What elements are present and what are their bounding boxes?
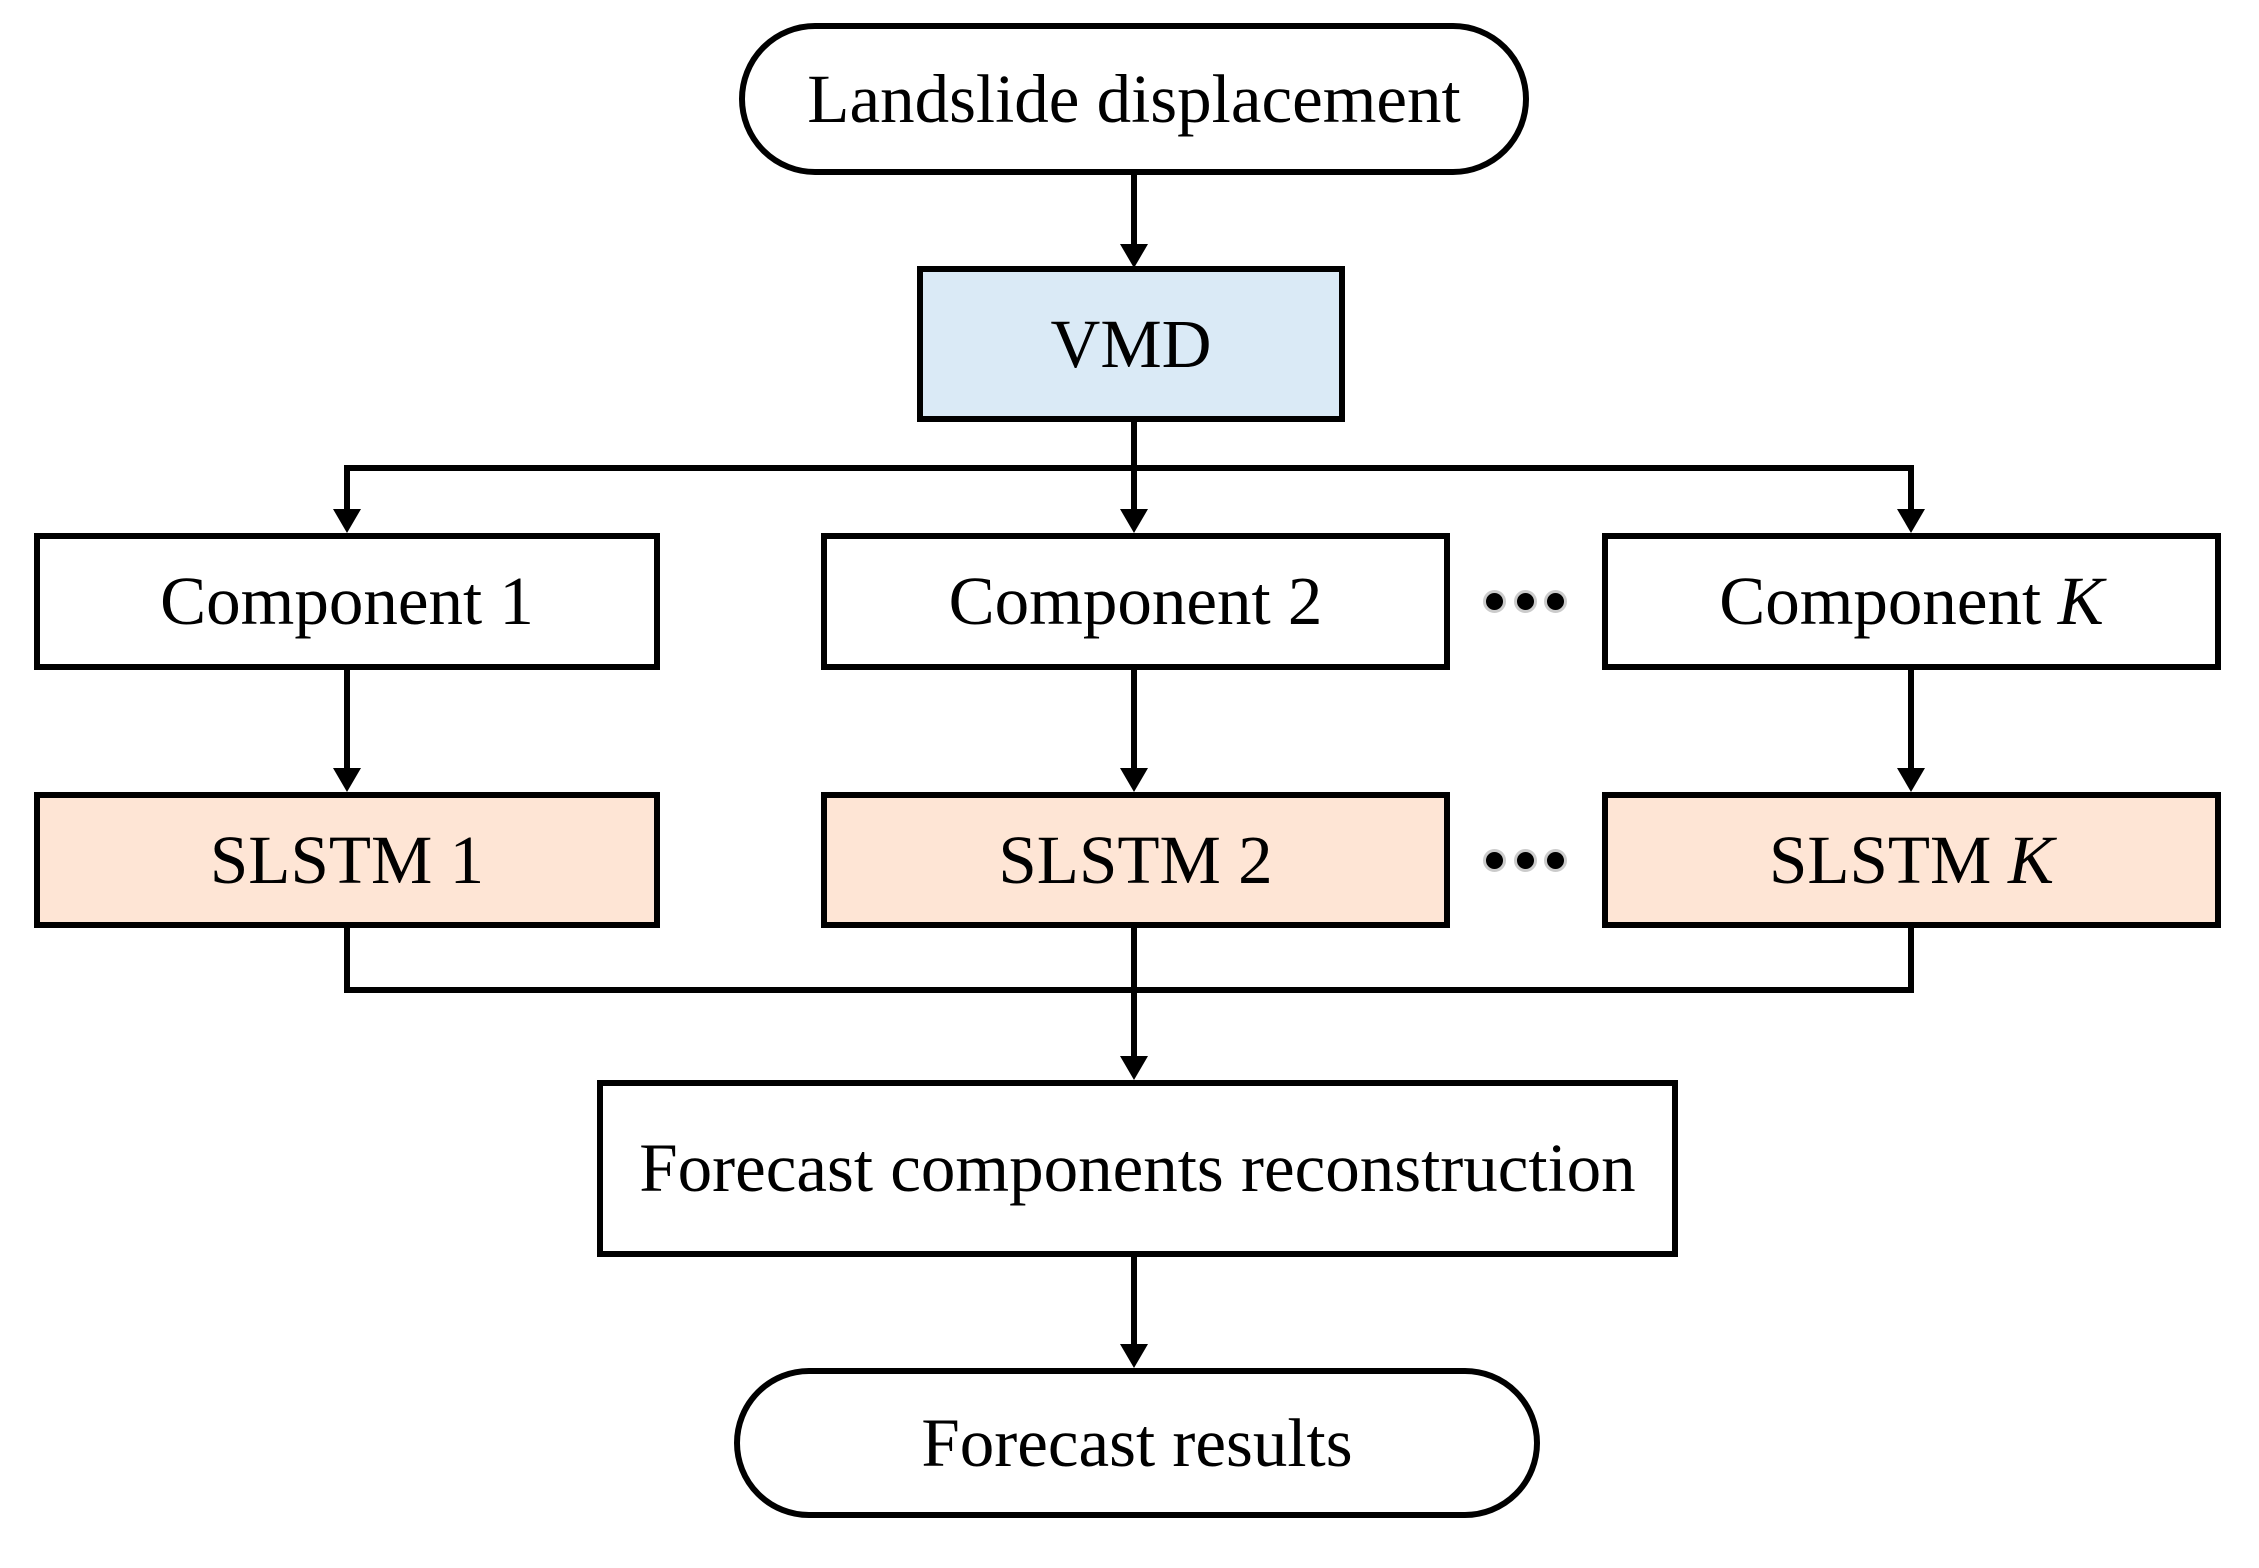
arrow-merge-to-reconstruction: [1120, 925, 1148, 1080]
ellipsis-dots-slstm-icon: [1483, 848, 1567, 872]
dot-icon: [1544, 848, 1567, 872]
branch-rail-vmd-to-components: [344, 419, 1914, 471]
arrow-branch-to-component-k: [1897, 465, 1925, 533]
node-landslide-displacement-label: Landslide displacement: [807, 60, 1461, 137]
node-forecast-results: Forecast results: [734, 1368, 1540, 1518]
node-component-2: Component 2: [821, 533, 1450, 670]
node-component-k: Component K: [1602, 533, 2221, 670]
node-slstm-1: SLSTM 1: [34, 792, 660, 928]
node-component-1: Component 1: [34, 533, 660, 670]
arrow-component-1-to-slstm-1: [333, 667, 361, 792]
node-forecast-results-label: Forecast results: [921, 1404, 1353, 1481]
dot-icon: [1483, 589, 1506, 613]
arrow-landslide-to-vmd: [1120, 172, 1148, 268]
node-vmd: VMD: [917, 266, 1345, 422]
dot-icon: [1544, 589, 1567, 613]
node-slstm-k-label: SLSTM: [1769, 821, 1992, 898]
arrow-branch-to-component-1: [333, 465, 361, 533]
node-component-2-label: Component 2: [948, 563, 1323, 639]
merge-rail-slstm-to-reconstruction: [344, 925, 1914, 993]
node-component-k-index: K: [2057, 563, 2104, 639]
node-component-k-label: Component: [1719, 563, 2042, 639]
node-forecast-components-reconstruction-label: Forecast components reconstruction: [639, 1130, 1636, 1206]
arrow-reconstruction-to-results: [1120, 1254, 1148, 1368]
ellipsis-dots-components-icon: [1483, 589, 1567, 613]
node-forecast-components-reconstruction: Forecast components reconstruction: [597, 1080, 1678, 1257]
node-landslide-displacement: Landslide displacement: [739, 23, 1529, 175]
node-vmd-label: VMD: [1050, 305, 1212, 382]
dot-icon: [1513, 589, 1537, 613]
arrow-component-2-to-slstm-2: [1120, 667, 1148, 792]
node-slstm-k: SLSTM K: [1602, 792, 2221, 928]
node-slstm-2: SLSTM 2: [821, 792, 1450, 928]
arrow-branch-to-component-2: [1120, 468, 1148, 533]
node-slstm-2-label: SLSTM 2: [998, 821, 1273, 898]
arrow-component-k-to-slstm-k: [1897, 667, 1925, 792]
node-component-1-label: Component 1: [160, 563, 534, 639]
dot-icon: [1483, 848, 1506, 872]
node-slstm-k-index: K: [2007, 821, 2054, 898]
node-slstm-1-label: SLSTM 1: [209, 821, 485, 898]
dot-icon: [1513, 848, 1537, 872]
